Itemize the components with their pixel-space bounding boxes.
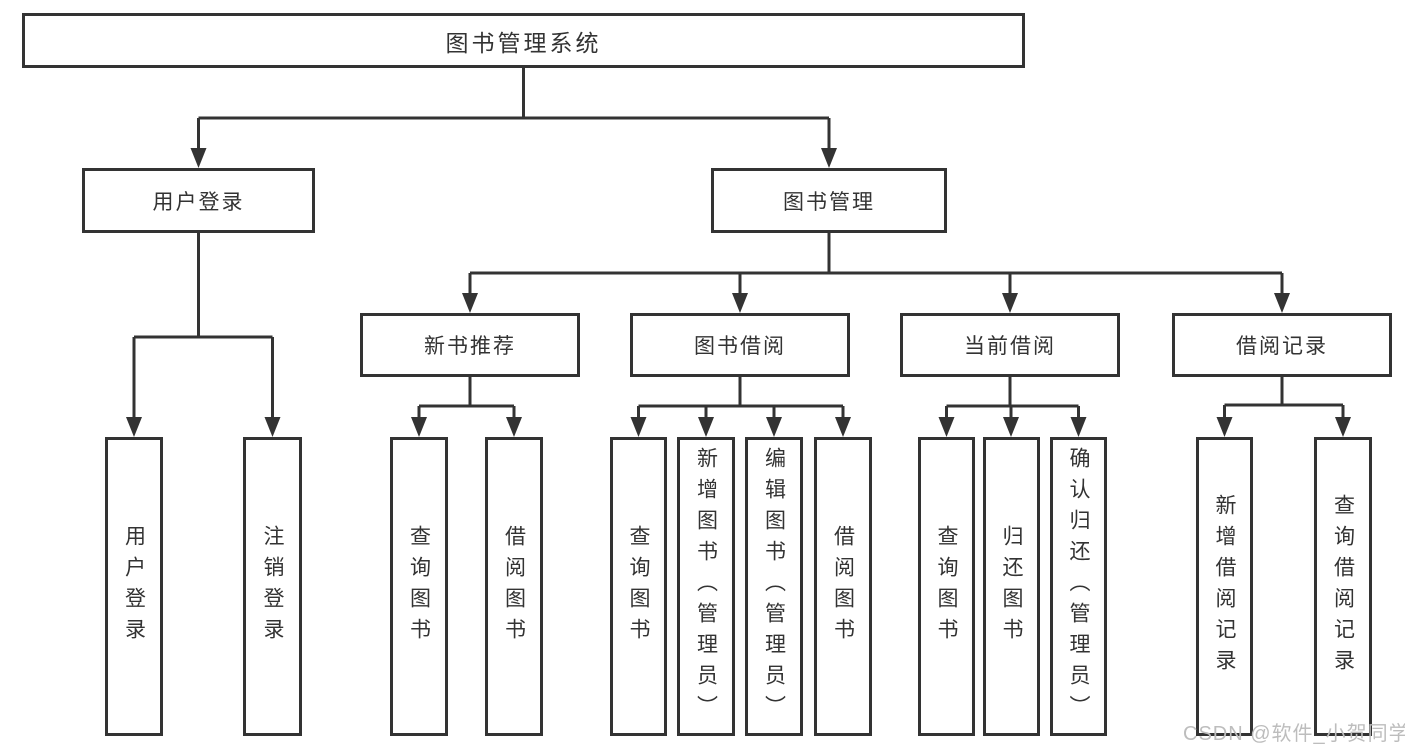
node-book-management: 图书管理 [711, 168, 947, 233]
node-new-book-recommend: 新书推荐 [360, 313, 580, 377]
leaf-record-add-borrow-record: 新增借阅记录 [1196, 437, 1253, 736]
leaf-current-query-books: 查询图书 [918, 437, 975, 736]
leaf-user-login: 用户登录 [105, 437, 163, 736]
node-book-borrowing: 图书借阅 [630, 313, 850, 377]
leaf-current-return-books: 归还图书 [983, 437, 1040, 736]
node-borrow-records: 借阅记录 [1172, 313, 1392, 377]
node-current-borrowing: 当前借阅 [900, 313, 1120, 377]
node-user-login-branch: 用户登录 [82, 168, 315, 233]
leaf-borrow-borrow-books: 借阅图书 [814, 437, 872, 736]
leaf-borrow-query-books: 查询图书 [610, 437, 667, 736]
arrowheads [126, 148, 1351, 437]
leaf-newbook-borrow-books: 借阅图书 [485, 437, 543, 736]
csdn-watermark: CSDN @软件_小贺同学 [1183, 723, 1405, 745]
leaf-logout: 注销登录 [243, 437, 302, 736]
node-root-system: 图书管理系统 [22, 13, 1025, 68]
leaf-borrow-add-books-admin: 新增图书（管理员） [677, 437, 735, 736]
leaf-newbook-query-books: 查询图书 [390, 437, 448, 736]
leaf-current-confirm-return-admin: 确认归还（管理员） [1050, 437, 1107, 736]
leaf-record-query-borrow-record: 查询借阅记录 [1314, 437, 1372, 736]
leaf-borrow-edit-books-admin: 编辑图书（管理员） [745, 437, 803, 736]
